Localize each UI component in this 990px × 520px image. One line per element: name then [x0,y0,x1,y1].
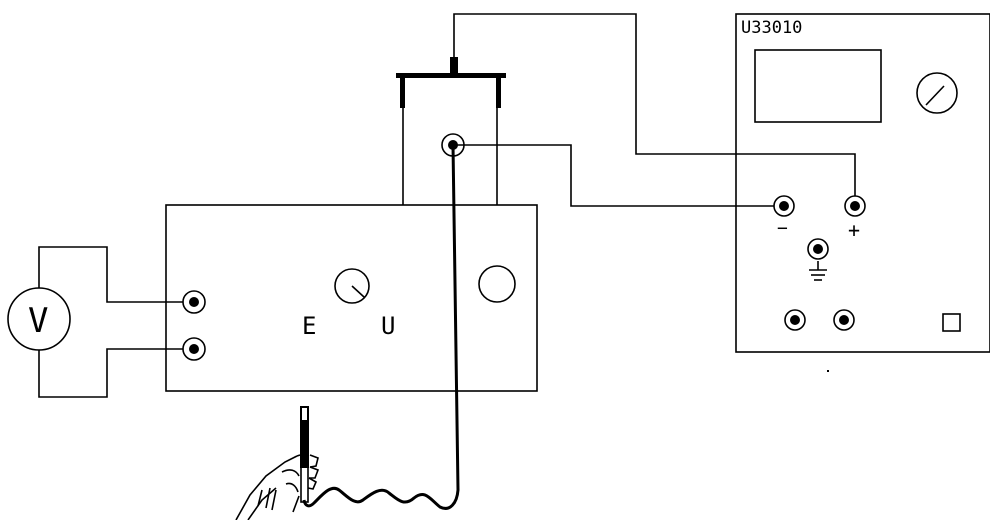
meter-dial-icon[interactable] [916,72,958,114]
minus-label: − [777,218,788,239]
wire-plug-to-plus [453,13,856,196]
knob-icon[interactable] [478,265,516,303]
input-socket-bottom-icon[interactable] [182,337,206,361]
stray-dot [827,370,829,372]
voltmeter: V [7,287,71,351]
generator-dial-icon[interactable] [334,268,370,304]
lid-clip-left [400,76,405,108]
power-supply-unit: U33010 − + [735,13,990,372]
label-u: U [381,312,395,340]
housing-lid [396,73,506,78]
minus-socket-icon[interactable] [773,195,795,217]
generator-case [165,204,538,392]
hand-icon [235,454,320,520]
display-window [754,49,882,123]
wire-housing-to-minus [453,144,774,207]
sensor-housing [396,57,506,205]
probe-icon [300,406,309,503]
label-e: E [302,312,316,340]
lid-clip-right [496,76,501,108]
power-switch[interactable] [942,313,961,332]
probe-cable [302,144,460,510]
wire-voltmeter-bottom [38,348,183,398]
wires [38,13,856,510]
output-socket-left-icon[interactable] [784,309,806,331]
ground-symbol-icon [809,261,827,281]
plus-socket-icon[interactable] [844,195,866,217]
ground-socket-icon[interactable] [807,238,829,260]
generator-unit: E U [165,204,538,392]
model-label: U33010 [741,18,802,38]
voltmeter-symbol: V [28,301,48,341]
output-socket-right-icon[interactable] [833,309,855,331]
wire-voltmeter-top [38,246,183,303]
cable-plug [450,57,458,74]
input-socket-top-icon[interactable] [182,290,206,314]
plus-label: + [848,218,860,242]
power-supply-case [735,13,990,353]
